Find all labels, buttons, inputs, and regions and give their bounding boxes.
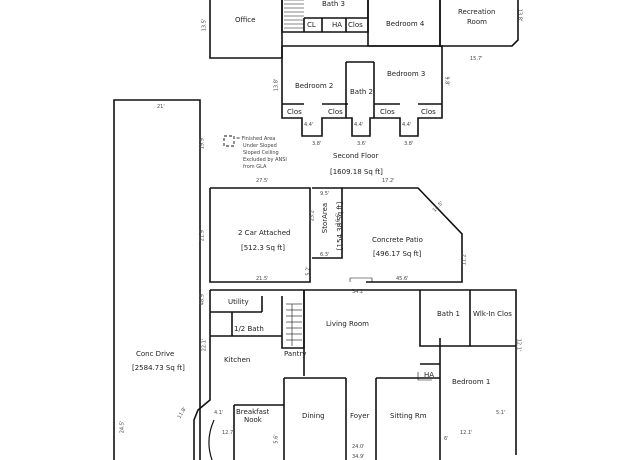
- dim-12-1-b: 12.1': [460, 430, 473, 436]
- dim-9-8: 9.8': [443, 76, 450, 86]
- dim-5-2: 5.2': [305, 266, 312, 276]
- dim-13-5: 13.5': [201, 18, 208, 32]
- room-label-cl: CL: [307, 21, 316, 29]
- dim-23-2: 23.2': [309, 208, 316, 222]
- second-floor-area: [1609.18 Sq ft]: [330, 168, 383, 176]
- room-label-garage: 2 Car Attached: [238, 229, 291, 237]
- legend-line-2: Under Sloped: [243, 143, 277, 149]
- room-label-storarea: StorArea: [321, 202, 330, 234]
- room-label-living: Living Room: [326, 320, 369, 328]
- dim-15-7: 15.7': [470, 56, 483, 62]
- room-label-office: Office: [235, 16, 256, 24]
- legend-line-3: Sloped Ceiling: [243, 150, 279, 156]
- area-garage: [512.3 Sq ft]: [241, 244, 285, 252]
- dim-3-8-b: 3.8': [404, 141, 414, 147]
- room-label-conc-drive: Conc Drive: [136, 350, 175, 358]
- dim-22-1: 22.1': [201, 338, 208, 352]
- dim-4-4-c: 4.4': [402, 122, 412, 128]
- room-label-utility: Utility: [228, 298, 249, 306]
- room-label-clos-4: Clos: [421, 108, 436, 116]
- dim-5-1: 5.1': [496, 410, 506, 416]
- room-label-bath1: Bath 1: [437, 310, 460, 318]
- room-label-recreation-1: Recreation: [458, 8, 496, 16]
- room-label-pantry: Pantry: [284, 350, 307, 358]
- dim-48-9: 48.9': [199, 292, 206, 306]
- dim-3-8-a: 3.8': [312, 141, 322, 147]
- room-label-dining: Dining: [302, 412, 325, 420]
- dim-4-4-b: 4.4': [354, 122, 364, 128]
- dim-34-9: 34.9': [352, 454, 365, 460]
- room-label-ha: HA: [424, 371, 435, 379]
- legend-line-4: Excluded by ANSI: [243, 157, 287, 163]
- area-drive: [2584.73 Sq ft]: [132, 364, 185, 372]
- dim-21-9: 21.9': [199, 228, 206, 242]
- room-label-patio: Concrete Patio: [372, 236, 423, 244]
- room-label-wlk-in: Wlk-In Clos: [473, 310, 512, 318]
- room-label-sitting: Sitting Rm: [390, 412, 427, 420]
- room-label-clos-1: Clos: [287, 108, 302, 116]
- room-label-bath3: Bath 3: [322, 0, 345, 8]
- second-floor-title: Second Floor: [333, 152, 379, 160]
- room-label-clos-3: Clos: [380, 108, 395, 116]
- legend-line-5: from GLA: [243, 164, 267, 170]
- dim-4-4-a: 4.4': [304, 122, 314, 128]
- room-label-ha: HA: [332, 21, 343, 29]
- room-label-kitchen: Kitchen: [224, 356, 251, 364]
- room-label-breakfast-2: Nook: [244, 416, 262, 424]
- dim-24-5: 24.5': [119, 420, 126, 434]
- dim-12-7: 12.7': [222, 430, 235, 436]
- dim-3-6: 3.6': [357, 141, 367, 147]
- dim-27-5: 27.5': [256, 178, 269, 184]
- room-label-bedroom3: Bedroom 3: [387, 70, 426, 78]
- legend-line-1: = Finished Area: [236, 136, 276, 142]
- dim-4-1: 4.1': [214, 410, 224, 416]
- room-label-clos-2: Clos: [328, 108, 343, 116]
- dim-19-9: 19.9': [199, 136, 206, 150]
- room-label-foyer: Foyer: [350, 412, 370, 420]
- dim-11-2: 11.2': [461, 252, 468, 266]
- dim-13-8-left: 13.8': [273, 78, 280, 92]
- dim-21-5: 21.5': [256, 276, 269, 282]
- dim-9-5: 9.5': [320, 191, 330, 197]
- room-label-bedroom2: Bedroom 2: [295, 82, 334, 90]
- dim-17-2: 17.2': [382, 178, 395, 184]
- area-storarea: [154.38 Sq ft]: [336, 201, 345, 251]
- dim-13-8-right: 13.8': [516, 8, 523, 22]
- room-label-breakfast-1: Breakfast: [236, 408, 270, 416]
- room-label-bedroom1: Bedroom 1: [452, 378, 491, 386]
- area-patio: [496.17 Sq ft]: [373, 250, 422, 258]
- dim-21: 21': [157, 104, 165, 110]
- dim-5-6: 5.6': [273, 434, 280, 444]
- room-label-bedroom4: Bedroom 4: [386, 20, 425, 28]
- dim-24-0: 24.0': [352, 444, 365, 450]
- dim-6-3: 6.3': [320, 252, 330, 258]
- room-label-clos-top: Clos: [348, 21, 363, 29]
- dim-12-1: 12.1': [515, 338, 522, 352]
- room-label-half-bath: 1/2 Bath: [234, 325, 264, 333]
- dim-6: 6': [444, 436, 449, 442]
- dim-34-2: 34.2': [352, 289, 365, 295]
- dim-45-6: 45.6': [396, 276, 409, 282]
- room-label-bath2: Bath 2: [350, 88, 373, 96]
- room-label-recreation-2: Room: [467, 18, 487, 26]
